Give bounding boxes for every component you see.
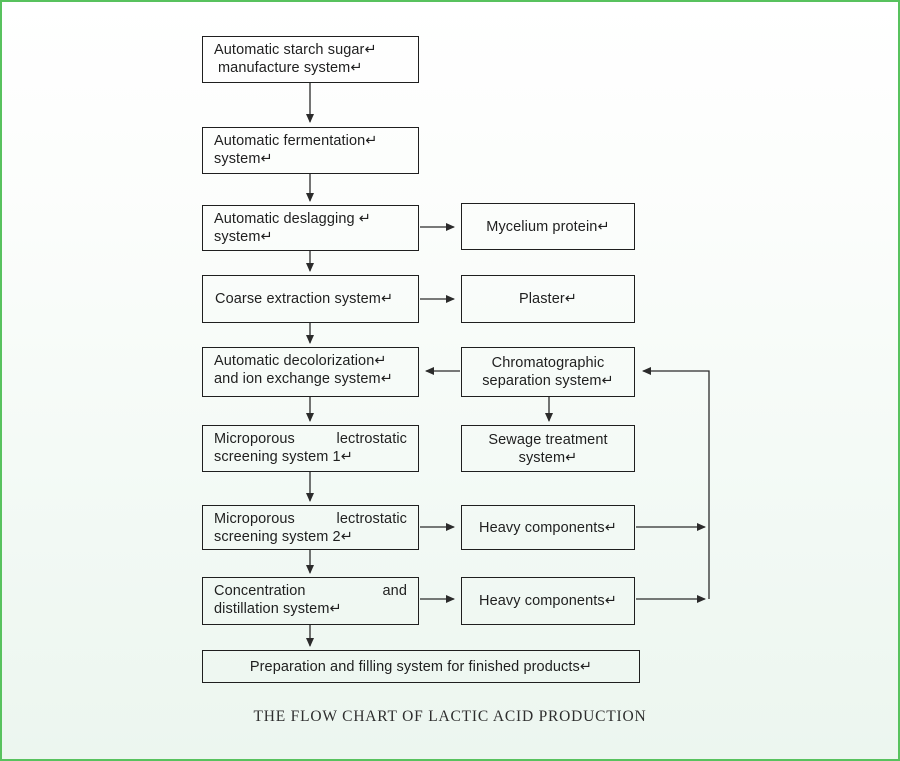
node-label-word: and bbox=[382, 583, 407, 599]
node-preparation-filling-system: Preparation and filling system for finis… bbox=[202, 650, 640, 683]
node-label-line: Microporous lectrostatic bbox=[214, 510, 407, 528]
node-label-line: Microporous lectrostatic bbox=[214, 430, 407, 448]
node-label-line: system↵ bbox=[214, 229, 273, 245]
node-chromatographic-separation-system: Chromatographic separation system↵ bbox=[461, 347, 635, 397]
node-concentration-distillation-system: Concentration and distillation system↵ bbox=[202, 577, 419, 625]
node-microporous-screening-system-2: Microporous lectrostatic screening syste… bbox=[202, 505, 419, 550]
node-label-line: Chromatographic bbox=[491, 355, 605, 371]
node-automatic-deslagging-system: Automatic deslagging ↵ system↵ bbox=[202, 205, 419, 251]
node-label-line: Preparation and filling system for finis… bbox=[249, 658, 593, 675]
node-label-line: Automatic fermentation↵ bbox=[214, 133, 378, 149]
node-plaster: Plaster↵ bbox=[461, 275, 635, 323]
node-label-line: and ion exchange system↵ bbox=[214, 371, 393, 387]
node-label-line: Plaster↵ bbox=[518, 291, 578, 307]
edge-loop-to-chromatographic bbox=[642, 367, 710, 599]
node-heavy-components-2: Heavy components↵ bbox=[461, 577, 635, 625]
node-label-word: Concentration bbox=[214, 583, 306, 599]
node-label-line: system↵ bbox=[214, 151, 273, 167]
node-label-line: separation system↵ bbox=[482, 373, 614, 389]
node-label-line: Automatic decolorization↵ bbox=[214, 353, 387, 369]
node-label-line: Heavy components↵ bbox=[479, 593, 617, 609]
node-microporous-screening-system-1: Microporous lectrostatic screening syste… bbox=[202, 425, 419, 472]
node-label-line: Sewage treatment bbox=[488, 431, 608, 448]
node-label-word: lectrostatic bbox=[336, 431, 407, 447]
node-mycelium-protein: Mycelium protein↵ bbox=[461, 203, 635, 250]
node-label-word: Microporous bbox=[214, 511, 295, 527]
node-label-line: manufacture system↵ bbox=[218, 60, 363, 76]
node-label-line: Heavy components↵ bbox=[479, 519, 617, 536]
node-label-line: screening system 1↵ bbox=[214, 449, 353, 465]
node-label-line: Mycelium protein↵ bbox=[486, 218, 610, 235]
node-label-line: system↵ bbox=[518, 449, 578, 466]
node-automatic-decolorization-system: Automatic decolorization↵ and ion exchan… bbox=[202, 347, 419, 397]
node-heavy-components-1: Heavy components↵ bbox=[461, 505, 635, 550]
node-sewage-treatment-system: Sewage treatment system↵ bbox=[461, 425, 635, 472]
flowchart-caption: THE FLOW CHART OF LACTIC ACID PRODUCTION bbox=[253, 708, 647, 725]
node-label-word: lectrostatic bbox=[336, 511, 407, 527]
node-label-word: Microporous bbox=[214, 431, 295, 447]
node-label-line: Automatic deslagging ↵ bbox=[214, 211, 372, 227]
node-label-line: distillation system↵ bbox=[214, 601, 342, 617]
node-coarse-extraction-system: Coarse extraction system↵ bbox=[202, 275, 419, 323]
node-label-line: Coarse extraction system↵ bbox=[215, 291, 394, 307]
node-automatic-fermentation-system: Automatic fermentation↵ system↵ bbox=[202, 127, 419, 174]
node-label-line: screening system 2↵ bbox=[214, 529, 353, 545]
node-label-line: Concentration and bbox=[214, 582, 407, 600]
node-label-line: Automatic starch sugar↵ bbox=[214, 42, 377, 58]
node-automatic-starch-sugar-system: Automatic starch sugar↵ manufacture syst… bbox=[202, 36, 419, 83]
